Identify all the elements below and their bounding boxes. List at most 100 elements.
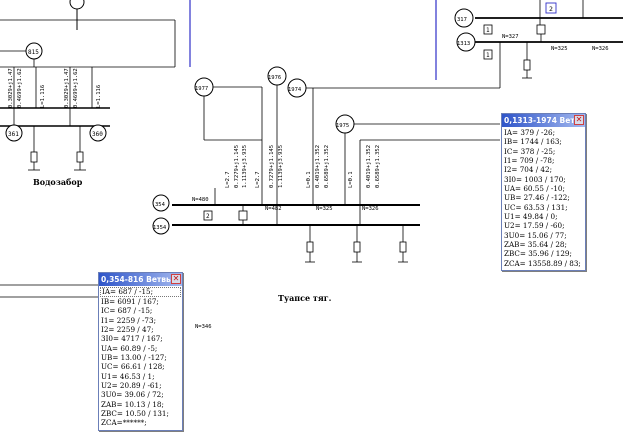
load-resistor xyxy=(353,241,361,253)
caption-tuapse: Туапсе тяг. xyxy=(278,293,332,303)
gen1-length-label: L=1.116 xyxy=(40,85,46,108)
line3-length: L=0.1 xyxy=(306,171,312,188)
bus-label-480: N=480 xyxy=(192,197,209,203)
line1-impedance-1: 0.7279+j1.145 xyxy=(234,145,240,188)
bus-label-482: N=482 xyxy=(265,206,282,212)
gen2-load-label: 0.3029+j1.47 xyxy=(64,68,70,108)
node-1354 xyxy=(152,217,170,235)
popup-value-line: UA= 60.89 / -5; xyxy=(101,343,158,353)
switch-box xyxy=(203,210,213,221)
switch-box-selected xyxy=(545,2,557,14)
popup-value-line[interactable]: IA= 687 / -15; xyxy=(100,287,181,297)
close-icon[interactable]: ✕ xyxy=(574,115,584,125)
popup-value-line: IC= 378 / -25; xyxy=(504,146,556,156)
popup-value-line: IB= 6091 / 167; xyxy=(101,297,159,306)
popup-value-line: 3U0= 15.06 / 77; xyxy=(504,230,567,240)
load-resistor xyxy=(399,241,407,253)
line2-impedance-1: 0.7279+j1.145 xyxy=(269,145,275,188)
popup-value-line: ZBC= 10.50 / 131; xyxy=(101,409,169,419)
line4-impedance-2: 0.6589+j1.352 xyxy=(375,145,381,188)
popup-value-line: I2= 2259 / 47; xyxy=(101,325,154,335)
line2-impedance-2: 1.1139+j3.935 xyxy=(278,145,284,188)
gen2-length-label: L=1.116 xyxy=(96,85,102,108)
node-label-1974: 1974 xyxy=(288,87,302,93)
node-label-1354: 1354 xyxy=(153,225,167,231)
popup-value-line: 3I0= 4717 / 167; xyxy=(101,334,163,344)
popup-value-line: ZCA= 13558.89 / 83; xyxy=(504,258,581,268)
bus-label-326-right: N=326 xyxy=(592,46,609,52)
popup-value-line: IB= 1744 / 163; xyxy=(504,137,562,147)
popup-value-line: UC= 66.61 / 128; xyxy=(101,362,165,372)
node-354 xyxy=(152,194,170,212)
branch-info-popup-right[interactable]: 0,1313-1974 Ветвь ✕ IA= 379 / -26; IB= 1… xyxy=(501,113,586,272)
node-label-1975: 1975 xyxy=(336,123,349,129)
gen1-power-label: 0.4699+j1.62 xyxy=(17,68,23,108)
popup-value-line: UB= 13.00 / -127; xyxy=(101,353,167,363)
switch-box xyxy=(483,49,493,60)
line3-impedance-2: 0.6589+j1.352 xyxy=(324,145,330,188)
line3-impedance-1: 0.4019+j1.352 xyxy=(315,145,321,188)
bus-label-325: N=325 xyxy=(316,206,333,212)
line1-length: L=2.7 xyxy=(225,171,231,188)
line2-length: L=2.7 xyxy=(255,171,261,188)
line4-impedance-1: 0.4019+j1.352 xyxy=(366,145,372,188)
bus-label-326: N=326 xyxy=(362,206,379,212)
node-label-354: 354 xyxy=(155,202,166,208)
load-resistor xyxy=(30,151,38,163)
line1-impedance-2: 1.1139+j3.935 xyxy=(242,145,248,188)
gen2-power-label: 0.4699+j1.62 xyxy=(73,68,79,108)
node-label-815: 815 xyxy=(28,49,39,56)
switch-box xyxy=(238,210,248,221)
caption-vodozabor: Водозабор xyxy=(33,177,83,187)
switch-label: 2 xyxy=(549,5,553,13)
switch-label: 1 xyxy=(486,27,490,34)
node-361 xyxy=(5,124,23,142)
popup-value-line: I1= 2259 / -73; xyxy=(101,315,156,325)
load-resistor xyxy=(76,151,84,163)
node-label-1313: 1313 xyxy=(457,41,470,47)
gen1-load-label: 0.3029+j1.47 xyxy=(8,68,14,108)
node-317 xyxy=(454,8,474,28)
popup-value-line: U2= 20.89 / -61; xyxy=(101,381,162,391)
popup-title-bar[interactable]: 0,354-816 Ветвь ✕ xyxy=(99,273,182,286)
line4-length: L=0.1 xyxy=(348,171,354,188)
popup-value-line: 3I0= 1003 / 170; xyxy=(504,174,566,184)
node-label-360: 360 xyxy=(92,131,103,138)
popup-value-line: I2= 704 / 42; xyxy=(504,165,552,175)
popup-title: 0,1313-1974 Ветвь xyxy=(504,116,585,125)
popup-value-line: UA= 60.55 / -10; xyxy=(504,184,565,194)
close-icon[interactable]: ✕ xyxy=(171,274,181,284)
branch-info-popup-left[interactable]: 0,354-816 Ветвь ✕ IA= 687 / -15; IB= 609… xyxy=(98,272,183,431)
switch-label: 2 xyxy=(206,213,210,220)
popup-value-line: ZAB= 10.13 / 18; xyxy=(101,399,164,409)
node-label-1977: 1977 xyxy=(195,86,208,92)
switch-box xyxy=(536,24,546,35)
load-resistor xyxy=(523,59,531,71)
popup-value-line: UC= 63.53 / 131; xyxy=(504,202,568,212)
popup-value-line: ZCA=******; xyxy=(101,418,147,428)
node-partial xyxy=(69,0,85,10)
bus-label-325-right: N=325 xyxy=(551,46,568,52)
popup-value-line: 3U0= 39.06 / 72; xyxy=(101,390,164,400)
popup-value-line: ZAB= 35.64 / 28; xyxy=(504,240,567,250)
popup-title-bar[interactable]: 0,1313-1974 Ветвь ✕ xyxy=(502,114,585,127)
node-label-361: 361 xyxy=(8,131,19,138)
popup-title: 0,354-816 Ветвь xyxy=(101,275,171,284)
popup-value-line: IA= 379 / -26; xyxy=(504,128,556,137)
popup-value-line: U2= 17.59 / -60; xyxy=(504,221,565,231)
popup-value-line: I1= 709 / -78; xyxy=(504,156,555,166)
popup-value-line: UB= 27.46 / -122; xyxy=(504,193,570,203)
switch-box xyxy=(483,24,493,35)
popup-value-list: IA= 379 / -26; IB= 1744 / 163; IC= 378 /… xyxy=(502,127,585,270)
node-label-317: 317 xyxy=(457,17,467,23)
node-label-1976: 1976 xyxy=(268,75,281,81)
load-resistor xyxy=(306,241,314,253)
popup-value-line: U1= 49.84 / 0; xyxy=(504,212,558,222)
bus-label-327: N=327 xyxy=(502,34,519,40)
popup-value-line: ZBC= 35.96 / 129; xyxy=(504,249,572,259)
switch-label: 1 xyxy=(486,52,490,59)
node-360 xyxy=(89,124,107,142)
popup-value-line: U1= 46.53 / 1; xyxy=(101,371,155,381)
popup-value-line: IC= 687 / -15; xyxy=(101,306,153,316)
